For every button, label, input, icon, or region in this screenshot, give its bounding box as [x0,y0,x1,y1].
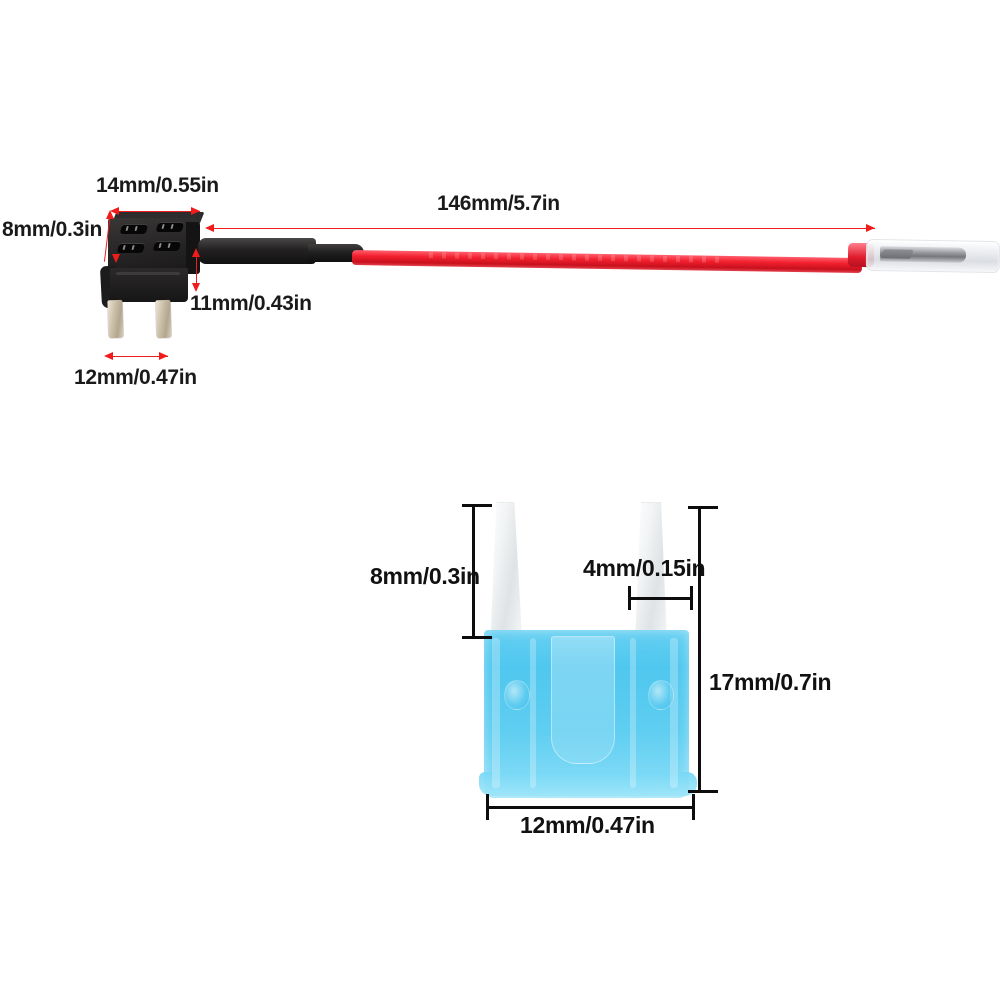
dimension-label-holder-depth: 11mm/0.43in [190,292,312,315]
dimension-line-holder-depth [196,250,197,290]
dimension-label-body-width: 12mm/0.47in [520,812,655,838]
fuse-housing-base [479,772,697,796]
arrowhead-up [192,248,200,257]
dimension-label-blade-length: 8mm/0.3in [370,563,480,589]
arrowhead-left [205,224,214,232]
arrowhead-right [159,352,168,360]
fuse-dimple-left [504,680,530,710]
dimension-cap-right [690,586,693,610]
dimension-cap-top [462,504,492,507]
fuse-tap-adapter-illustration: 14mm/0.55in 8mm/0.3in 11mm/0.43in 12mm/0… [0,0,1000,420]
arrowhead-right [191,207,200,215]
fuse-rib-right [670,638,678,788]
arrowhead-right [866,224,875,232]
dimension-line-total-height [698,506,701,792]
fuse-center-window [551,636,615,764]
fuse-rib-right2 [630,638,636,788]
dimension-label-prong-spacing: 12mm/0.47in [74,366,197,389]
dimension-cap-left [486,794,489,820]
fuse-rib-left2 [530,638,536,788]
dimension-label-holder-height: 8mm/0.3in [2,218,103,241]
dimension-line-blade-length [472,504,475,637]
arrowhead-left [110,207,119,215]
fuse-blade-right [634,502,668,654]
heat-shrink-tubing [198,238,316,264]
fuse-rib-left [492,638,500,788]
dimension-cap-top [688,506,718,509]
dimension-label-holder-width: 14mm/0.55in [96,174,219,197]
dimension-line-lead-length [207,228,875,229]
dimension-cap-left [628,586,631,610]
dimension-line-body-width [486,806,694,809]
arrowhead-left [104,352,113,360]
arrowhead-down [112,254,120,263]
dimension-line-blade-width [628,597,692,600]
dimension-cap-bottom [688,790,718,793]
fuse-dimple-right [648,680,674,710]
dimension-label-total-height: 17mm/0.7in [709,669,832,695]
dimension-cap-bottom [462,636,492,639]
arrowhead-up [106,210,114,219]
dimension-line-prong-spacing [106,356,168,357]
dimension-line-holder-width [112,211,200,212]
heat-shrink-taper [308,244,364,262]
holder-neck [110,268,188,302]
dimension-cap-right [692,794,695,820]
arrowhead-down [192,283,200,292]
dimension-label-lead-length: 146mm/5.7in [437,192,560,215]
fuse-housing [484,630,689,798]
dimension-label-blade-width: 4mm/0.15in [583,555,706,581]
